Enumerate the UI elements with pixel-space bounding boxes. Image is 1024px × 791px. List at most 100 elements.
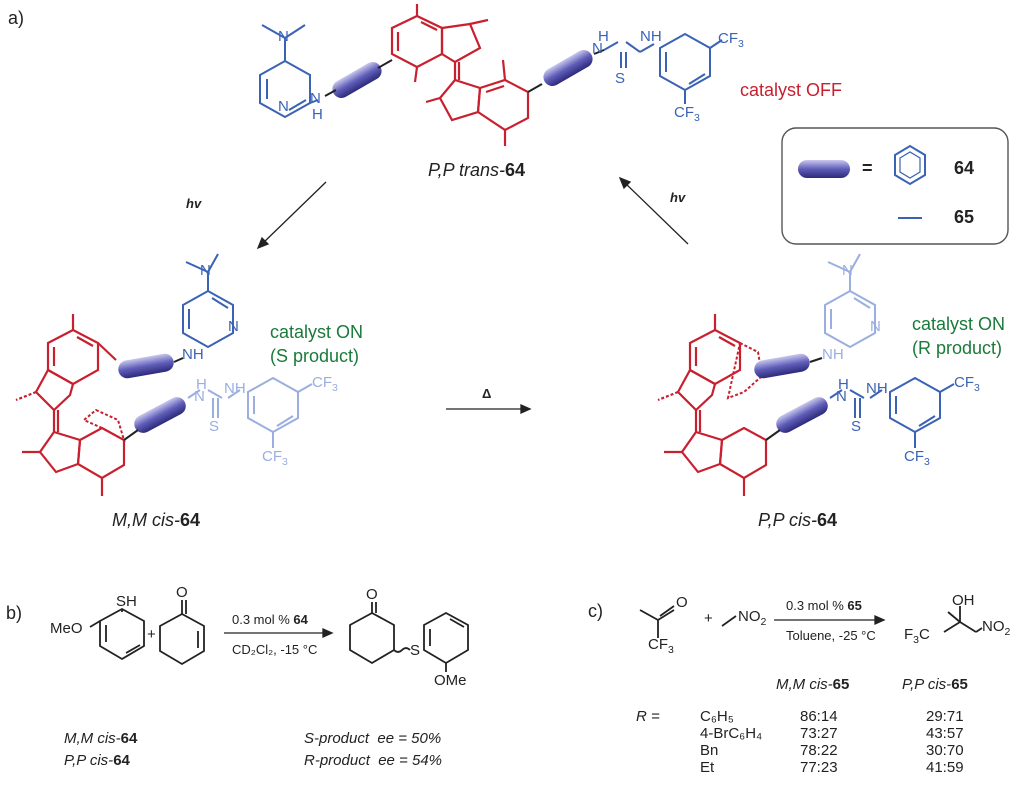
hv-right-label: hv xyxy=(670,190,686,205)
c-results-table: C₆H₅ 86:14 29:71 4-BrC₆H₄ 73:27 43:57 Bn… xyxy=(700,708,970,776)
c-product-f3c: F3C xyxy=(904,626,930,646)
right-thiourea-nh2: NH xyxy=(866,380,888,397)
arrow-hv-left xyxy=(256,181,327,250)
b-ketone-o: O xyxy=(176,584,188,601)
right-dmap-ring xyxy=(824,253,876,349)
left-dmap-ring xyxy=(182,253,234,349)
b-conditions-bottom: CD₂Cl₂, -15 °C xyxy=(232,642,318,657)
top-pyridine-n: N xyxy=(278,98,289,115)
top-dmap-ring xyxy=(259,24,319,119)
left-nme2-n: N xyxy=(200,262,211,279)
b-product-s: S xyxy=(410,642,421,659)
table-row: 4-BrC₆H₄ 73:27 43:57 xyxy=(700,725,964,742)
right-pill-top xyxy=(754,353,810,379)
top-cf3-1: CF3 xyxy=(718,30,744,50)
arrow-delta xyxy=(446,403,532,415)
right-compound-label: P,P cis-64 xyxy=(758,510,838,530)
left-thiourea xyxy=(187,376,313,448)
top-pill-right xyxy=(543,50,593,86)
right-pyridine-n: N xyxy=(870,318,881,335)
left-motor xyxy=(15,314,126,496)
left-pyridine-n: N xyxy=(228,318,239,335)
top-nme2-n: N xyxy=(278,28,289,45)
product-left-label: (S product) xyxy=(270,346,360,366)
left-cf3-1: CF3 xyxy=(312,374,338,394)
right-amine-nh: NH xyxy=(822,346,844,363)
b-thiophenol xyxy=(89,607,145,661)
left-cf3-2: CF3 xyxy=(262,448,288,468)
b-arrow xyxy=(224,627,334,639)
right-thiourea-h1: H xyxy=(838,376,849,393)
left-thiourea-h1: H xyxy=(196,376,207,393)
left-thiourea-nh2: NH xyxy=(224,380,246,397)
c-ketone xyxy=(639,605,675,638)
c-plus: + xyxy=(704,610,713,627)
legend-box xyxy=(781,127,1009,245)
c-col2-header: P,P cis-65 xyxy=(902,676,968,693)
b-meo-label: MeO xyxy=(50,620,83,637)
arrow-hv-right xyxy=(618,176,689,245)
hv-left-label: hv xyxy=(186,196,202,211)
b-product-o: O xyxy=(366,586,378,603)
left-amine-nh: NH xyxy=(182,346,204,363)
right-cf3-2: CF3 xyxy=(904,448,930,468)
top-motor xyxy=(390,4,530,146)
c-r-label: R = xyxy=(636,708,660,725)
top-thiourea-n1: N xyxy=(592,40,603,57)
c-ketone-o: O xyxy=(676,594,688,611)
b-plus: + xyxy=(147,626,156,643)
b-product-ome: OMe xyxy=(434,672,467,689)
top-compound-label: P,P trans-64 xyxy=(428,160,526,180)
legend-pill xyxy=(798,160,850,178)
right-cf3-1: CF3 xyxy=(954,374,980,394)
c-conditions-top: 0.3 mol % 65 xyxy=(786,598,862,613)
right-thiourea xyxy=(829,376,955,448)
left-pill-top xyxy=(118,353,174,379)
b-row2-product: R-product ee = 54% xyxy=(304,752,443,769)
b-cyclohexenone xyxy=(159,600,205,666)
c-nitro: NO2 xyxy=(738,608,767,628)
left-pill-bottom xyxy=(134,397,186,433)
panel-label-c: c) xyxy=(588,601,603,621)
left-thiourea-s: S xyxy=(209,418,220,435)
table-row: Et 77:23 41:59 xyxy=(700,759,964,776)
panel-label-b: b) xyxy=(6,603,23,623)
b-product xyxy=(349,602,469,672)
catalyst-on-left-label: catalyst ON xyxy=(270,322,364,342)
catalyst-on-right-label: catalyst ON xyxy=(912,314,1006,334)
b-row2-catalyst: P,P cis-64 xyxy=(64,752,130,769)
top-thiourea-s: S xyxy=(615,70,626,87)
legend-benzene-inner xyxy=(899,151,921,179)
legend-benzene-icon xyxy=(894,144,926,186)
top-thiourea xyxy=(603,32,723,104)
product-right-label: (R product) xyxy=(912,338,1003,358)
c-ketone-cf3: CF3 xyxy=(648,636,674,656)
b-row1-catalyst: M,M cis-64 xyxy=(64,730,138,747)
b-conditions-top: 0.3 mol % 64 xyxy=(232,612,308,627)
right-dashed-ring xyxy=(726,341,764,400)
top-amine-n: N xyxy=(310,90,321,107)
right-pill-bottom xyxy=(776,397,828,433)
legend-row2-label: 65 xyxy=(954,207,975,227)
catalyst-off-label: catalyst OFF xyxy=(740,80,843,100)
b-row1-product: S-product ee = 50% xyxy=(304,730,442,747)
panel-label-a: a) xyxy=(8,8,25,28)
c-conditions-bottom: Toluene, -25 °C xyxy=(786,628,876,643)
top-thiourea-nh2: NH xyxy=(640,28,662,45)
top-pill-left xyxy=(332,62,382,99)
legend-row1-label: 64 xyxy=(954,158,975,178)
legend-equals: = xyxy=(862,158,873,178)
c-product-oh: OH xyxy=(952,592,975,609)
left-thiourea-n1: N xyxy=(194,388,205,405)
right-nme2-n: N xyxy=(842,262,853,279)
top-cf3-2: CF3 xyxy=(674,104,700,124)
table-row: C₆H₅ 86:14 29:71 xyxy=(700,708,964,725)
table-row: Bn 78:22 30:70 xyxy=(700,742,964,759)
top-thiourea-h1: H xyxy=(598,28,609,45)
left-dashed-ring xyxy=(82,408,126,443)
top-amine-h: H xyxy=(312,106,323,123)
c-col1-header: M,M cis-65 xyxy=(776,676,850,693)
right-thiourea-s: S xyxy=(851,418,862,435)
c-product-no2: NO2 xyxy=(982,618,1011,638)
